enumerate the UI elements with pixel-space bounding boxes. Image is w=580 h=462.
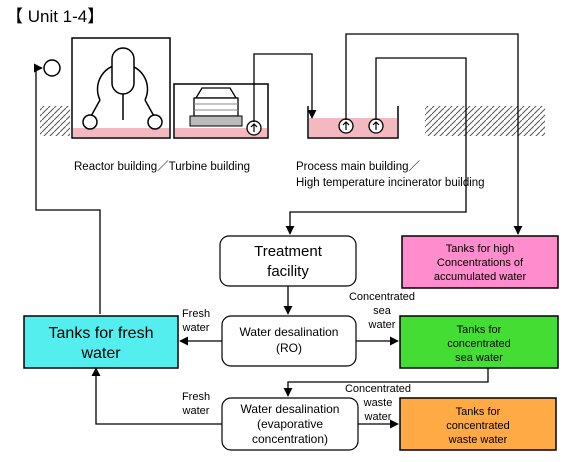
waste-tank-label-2: concentrated [446, 420, 510, 432]
turbine-building [173, 83, 269, 139]
high-tank-label-3: accumulated water [434, 271, 527, 283]
turbine-accumulated-water [175, 128, 267, 137]
evaporative-desalination-unit: Water desalination (evaporative concentr… [221, 397, 359, 451]
evap-label-2: (evaporative [257, 417, 323, 431]
conc-sea-label-3: water [368, 319, 396, 331]
process-main-building [307, 106, 399, 139]
ro-desalination-unit: Water desalination (RO) [221, 315, 357, 367]
fresh-tank-label-1: Tanks for fresh [49, 325, 154, 342]
conc-sea-label-2: sea [373, 305, 392, 317]
sea-tank-label-1: Tanks for [457, 324, 502, 336]
high-concentration-tanks: Tanks for high Concentrations of accumul… [401, 235, 559, 289]
reactor-accumulated-water [73, 128, 169, 137]
conc-waste-label-3: water [364, 411, 392, 423]
high-tank-box [401, 235, 559, 289]
process-building-label-2: High temperature incinerator building [296, 177, 485, 189]
evap-label-1: Water desalination [241, 402, 340, 416]
conc-sea-label-1: Concentrated [349, 291, 415, 303]
sea-tank-box [399, 315, 559, 369]
reactor-turbine-label: Reactor building／Turbine building [74, 160, 250, 173]
waste-tank-box [399, 397, 557, 451]
concentrated-sea-water-tanks: Tanks for concentrated sea water [399, 315, 559, 369]
treatment-label-1: Treatment [254, 243, 323, 260]
process-building-label-1: Process main building／ [296, 160, 421, 173]
fresh-water-label-1a: Fresh [182, 308, 210, 320]
waste-tank-label-3: waste water [448, 434, 508, 446]
sea-tank-label-2: concentrated [447, 338, 511, 350]
fresh-tank-label-2: water [80, 345, 121, 362]
treatment-label-2: facility [267, 263, 309, 280]
reactor-building [43, 37, 171, 139]
reactor-inlet-icon [43, 59, 61, 77]
flow-labels: Fresh water Fresh water Concentrated sea… [182, 291, 415, 423]
fresh-water-tanks: Tanks for fresh water [23, 315, 179, 369]
diagram-title: 【 Unit 1-4】 [6, 7, 104, 26]
sea-tank-label-3: sea water [455, 352, 503, 364]
treatment-facility: Treatment facility [219, 235, 357, 287]
conc-waste-label-1: Concentrated [345, 383, 411, 395]
conc-waste-label-2: waste [363, 397, 393, 409]
pump-arrows [250, 121, 380, 132]
fresh-water-label-2b: water [182, 405, 210, 417]
waste-tank-label-1: Tanks for [456, 406, 501, 418]
ro-label-1: Water desalination [240, 325, 339, 339]
ground-hatching [40, 106, 545, 136]
high-tank-label-1: Tanks for high [446, 243, 514, 255]
high-tank-label-2: Concentrations of [437, 257, 524, 269]
fresh-water-label-1b: water [182, 322, 210, 334]
fresh-tank-box [23, 315, 179, 369]
pipes [33, 33, 523, 429]
ro-label-2: (RO) [276, 341, 302, 355]
fresh-water-label-2a: Fresh [182, 391, 210, 403]
evap-label-3: concentration) [252, 432, 328, 446]
concentrated-waste-water-tanks: Tanks for concentrated waste water [399, 397, 557, 451]
